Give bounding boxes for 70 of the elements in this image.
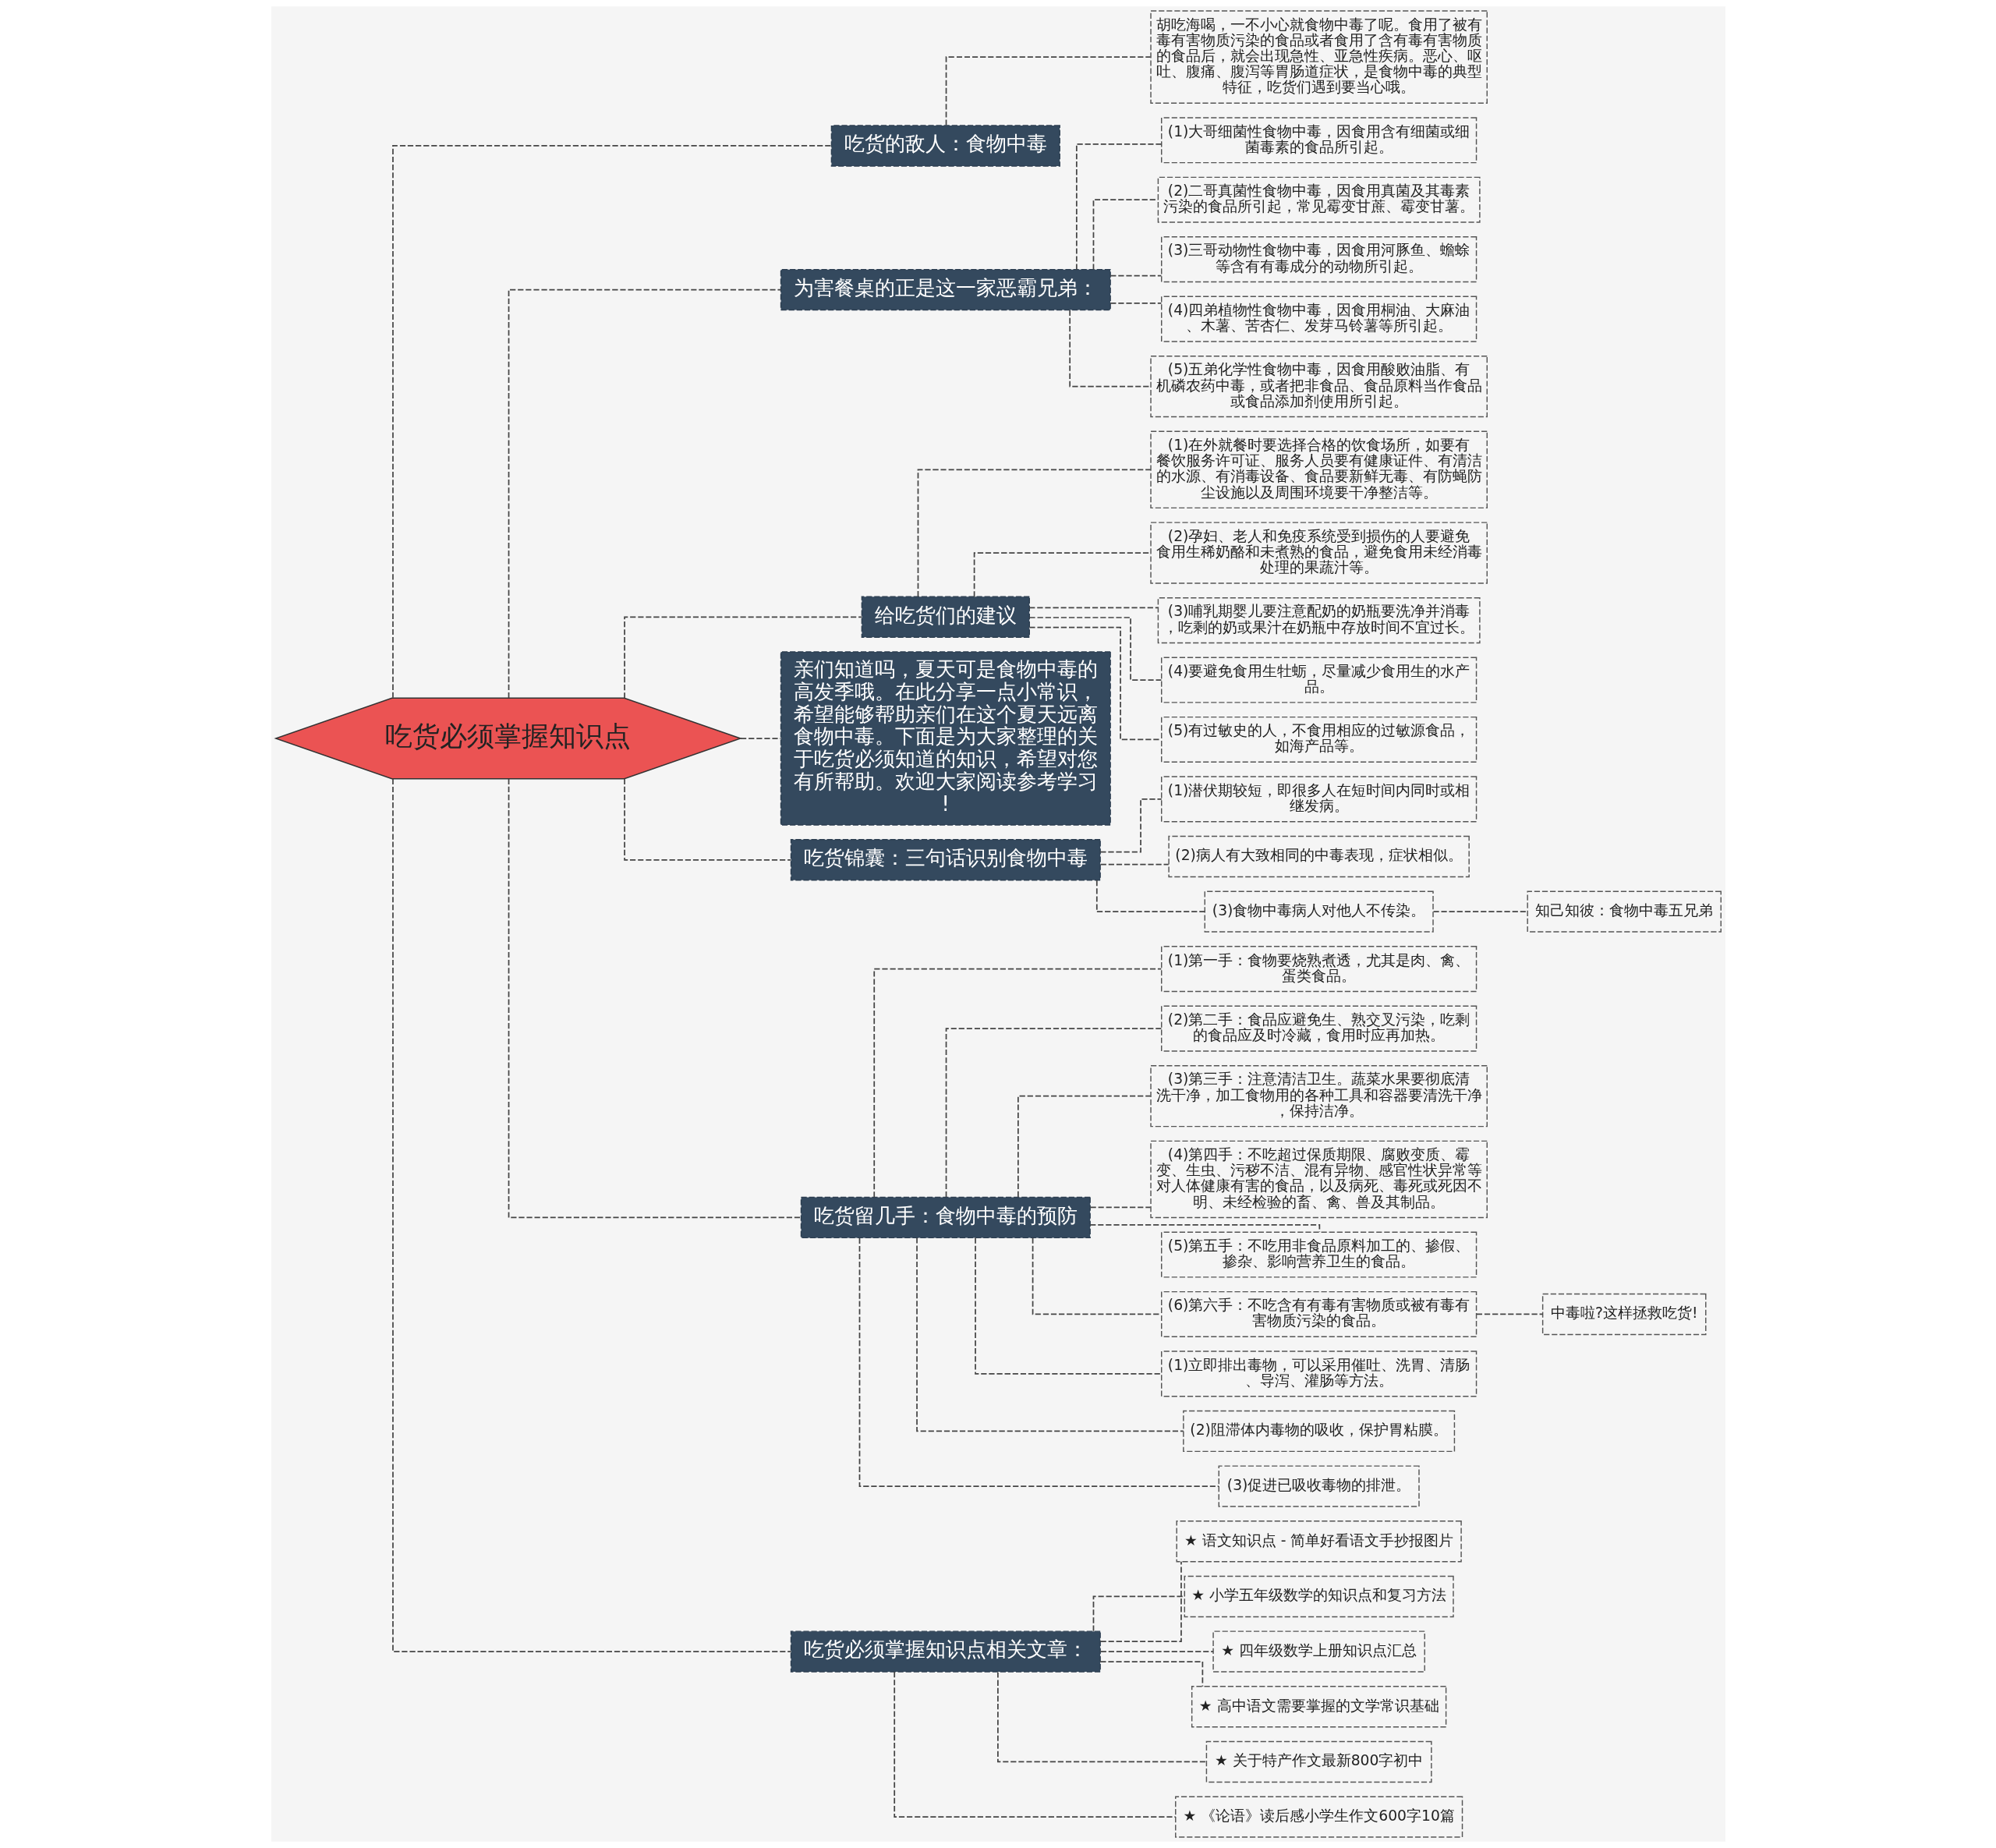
node-box: (1)潜伏期较短，即很多人在短时间内同时或相继发病。: [1160, 776, 1477, 823]
connector: [1099, 1651, 1214, 1652]
node-box: (3)三哥动物性食物中毒，因食用河豚鱼、蟾蜍等含有有毒成分的动物所引起。: [1160, 236, 1477, 283]
node-box: (6)第六手：不吃含有有毒有害物质或被有毒有害物质污染的食品。: [1160, 1290, 1477, 1337]
node-box: ★ 四年级数学上册知识点汇总: [1212, 1630, 1425, 1673]
node-box: ★ 语文知识点 - 简单好看语文手抄报图片: [1176, 1521, 1462, 1563]
node-box: (4)第四手：不吃超过保质期限、腐败变质、霉变、生虫、污秽不洁、混有异物、感官性状异常等对人体健康有害的食品，以及病死、毒死或死因不明、未经检验的畜、禽、兽及其制品。: [1149, 1140, 1488, 1219]
connector: [739, 738, 781, 739]
connector: [391, 145, 832, 699]
node-box: (3)第三手：注意清洁卫生。蔬菜水果要彻底清洗干净，加工食物用的各种工具和容器要清洗干净，保持洁净。: [1149, 1065, 1488, 1128]
node-box: ★ 《论语》读后感小学生作文600字10篇: [1174, 1796, 1463, 1838]
connector: [1109, 303, 1162, 304]
node-box: (5)有过敏史的人，不食用相应的过敏源食品，如海产品等。: [1160, 716, 1477, 763]
connector: [1028, 617, 1162, 681]
connector: [1475, 1313, 1543, 1315]
connector: [1099, 863, 1170, 866]
node-box: 吃货留几手：食物中毒的预防: [800, 1196, 1091, 1239]
connector: [1089, 1206, 1151, 1209]
node-box: (2)二哥真菌性食物中毒，因食用真菌及其毒素污染的食品所引起，常见霉变甘蔗、霉变甘薯。: [1157, 176, 1481, 223]
connector: [893, 1671, 1177, 1818]
connector: [996, 1671, 1207, 1763]
connector: [623, 616, 862, 699]
connector: [917, 469, 1152, 597]
connector: [1099, 1661, 1203, 1687]
connector: [974, 1237, 1162, 1375]
node-box: (3)哺乳期婴儿要注意配奶的奶瓶要洗净并消毒，吃剩的奶或果汁在奶瓶中存放时间不宜过长。: [1157, 597, 1481, 644]
node-box: (5)五弟化学性食物中毒，因食用酸败油脂、有机磷农药中毒，或者把非食品、食品原料当作食品或食品添加剂使用所引起。: [1149, 355, 1488, 418]
connector: [1088, 1223, 1320, 1233]
node-box: 吃货锦囊：三句话识别食物中毒: [790, 839, 1101, 881]
connector: [1432, 911, 1528, 912]
node-box: (2)第二手：食品应避免生、熟交叉污染，吃剩的食品应及时冷藏，食用时应再加热。: [1160, 1005, 1477, 1052]
node-box: (2)孕妇、老人和免疫系统受到损伤的人要避免食用生稀奶酪和未煮熟的食品，避免食用未经消毒处理的果蔬汁等。: [1149, 522, 1488, 584]
connector: [945, 1028, 1162, 1198]
connector: [915, 1237, 1184, 1432]
node-box: (5)第五手：不吃用非食品原料加工的、掺假、掺杂、影响营养卫生的食品。: [1160, 1231, 1477, 1278]
connector: [945, 56, 1152, 126]
node-box: (1)大哥细菌性食物中毒，因食用含有细菌或细菌毒素的食品所引起。: [1160, 117, 1477, 164]
node-box: 给吃货们的建议: [861, 596, 1030, 638]
node-box: 吃货必须掌握知识点相关文章：: [790, 1630, 1101, 1673]
node-box: (1)在外就餐时要选择合格的饮食场所，如要有餐饮服务许可证、服务人员要有健康证件、有清洁的水源、有消毒设备、食品要新鲜无毒、有防蝇防尘设施以及周围环境要干净整洁等。: [1149, 430, 1488, 509]
connector: [872, 968, 1162, 1198]
connector: [1109, 274, 1162, 277]
node-box: 胡吃海喝，一不小心就食物中毒了呢。食用了被有毒有害物质污染的食品或者食用了含有毒有害物质的食品后，就会出现急性、亚急性疾病。恶心、呕吐、腹痛、腹泻等胃肠道症状，是食物中毒的典型特征，吃货们遇到要当心哦。: [1149, 10, 1488, 104]
connector: [391, 778, 791, 1652]
connector: [858, 1237, 1219, 1487]
node-box: 吃货的敌人：食物中毒: [830, 125, 1060, 167]
node-box: ★ 小学五年级数学的知识点和复习方法: [1184, 1575, 1454, 1618]
node-box: (4)要避免食用生牡蛎，尽量减少食用生的水产品。: [1160, 657, 1477, 703]
node-box: (4)四弟植物性食物中毒，因食用桐油、大麻油、木薯、苦杏仁、发芽马铃薯等所引起。: [1160, 296, 1477, 342]
connector: [1028, 607, 1159, 609]
node-box: (3)促进已吸收毒物的排泄。: [1218, 1465, 1420, 1507]
connector: [1095, 880, 1205, 912]
connector: [1092, 1595, 1185, 1632]
connector: [508, 778, 802, 1219]
node-box: (1)第一手：食物要烧熟煮透，尤其是肉、禽、蛋类食品。: [1160, 946, 1477, 993]
node-box: 知己知彼：食物中毒五兄弟: [1526, 890, 1722, 933]
node-box: (2)阻滞体内毒物的吸收，保护胃粘膜。: [1182, 1410, 1455, 1453]
connector: [1017, 1095, 1151, 1198]
connector: [1075, 143, 1162, 271]
connector: [623, 778, 791, 861]
node-box: (2)病人有大致相同的中毒表现，症状相似。: [1167, 835, 1470, 878]
node-box: ★ 高中语文需要掌握的文学常识基础: [1191, 1686, 1446, 1728]
node-box: 中毒啦?这样拯救吃货!: [1541, 1293, 1706, 1336]
node-box: ★ 关于特产作文最新800字初中: [1205, 1740, 1432, 1783]
node-box: (1)立即排出毒物，可以采用催吐、洗胃、清肠、导泻、灌肠等方法。: [1160, 1351, 1477, 1397]
connector: [508, 289, 781, 699]
node-box: (3)食物中毒病人对他人不传染。: [1204, 890, 1434, 933]
node-box: 亲们知道吗，夏天可是食物中毒的高发季哦。在此分享一点小常识，希望能够帮助亲们在这个夏天远离食物中毒。下面是为大家整理的关于吃货必须知道的知识，希望对您有所帮助。欢迎大家阅读参考学习!: [780, 651, 1111, 826]
node-box: 为害餐桌的正是这一家恶霸兄弟：: [780, 268, 1111, 311]
connector: [1099, 1560, 1182, 1642]
